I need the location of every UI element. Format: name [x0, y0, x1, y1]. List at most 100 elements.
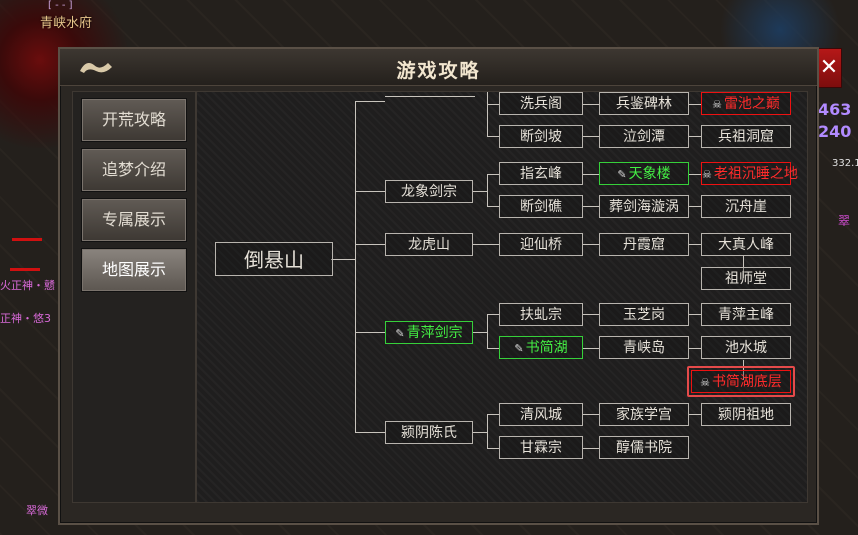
map-node[interactable]: 扶虬宗 — [499, 303, 583, 326]
map-node[interactable]: 兵祖洞窟 — [701, 125, 791, 148]
connector-line — [487, 448, 499, 449]
window-titlebar[interactable]: 游戏攻略 — [60, 49, 817, 86]
connector-line — [487, 104, 499, 105]
connector-line — [487, 314, 488, 348]
map-node[interactable]: 断剑礁 — [499, 195, 583, 218]
map-node[interactable]: 断剑坡 — [499, 125, 583, 148]
npc-hp-bar — [10, 268, 40, 271]
connector-line — [689, 174, 701, 175]
map-node[interactable]: 颍阴祖地 — [701, 403, 791, 426]
map-node[interactable]: 家族学宫 — [599, 403, 689, 426]
npc-name-label[interactable]: 火正神・戆 — [0, 279, 55, 292]
connector-line — [355, 332, 385, 333]
map-node[interactable]: 池水城 — [701, 336, 791, 359]
map-node-root[interactable]: 倒悬山 — [215, 242, 333, 276]
map-node[interactable]: 迎仙桥 — [499, 233, 583, 256]
connector-line — [355, 432, 385, 433]
map-node-danger[interactable]: ☠老祖沉睡之地 — [701, 162, 798, 185]
skull-icon: ☠ — [712, 98, 722, 111]
map-node[interactable]: 泣剑潭 — [599, 125, 689, 148]
skull-icon: ☠ — [702, 168, 712, 181]
connector-line — [583, 174, 599, 175]
connector-line — [355, 191, 385, 192]
scroll-icon: ✎ — [514, 342, 524, 355]
npc-name-label[interactable]: 翠微 — [26, 504, 48, 517]
connector-line — [487, 174, 488, 206]
map-tree-view: 倒悬山 龙象剑宗 龙虎山 ✎青萍剑宗 颍阴陈氏 洗兵阁 断剑坡 指玄峰 断剑礁 … — [196, 91, 808, 503]
window-title: 游戏攻略 — [396, 60, 481, 82]
connector-line — [583, 448, 599, 449]
map-node-highlighted[interactable]: ✎书简湖 — [499, 336, 583, 359]
skull-icon: ☠ — [700, 376, 710, 389]
map-node[interactable]: 玉芝岗 — [599, 303, 689, 326]
connector-line — [583, 136, 599, 137]
map-node[interactable]: 大真人峰 — [701, 233, 791, 256]
connector-line — [689, 348, 701, 349]
connector-line — [583, 348, 599, 349]
game-guide-window: 游戏攻略 开荒攻略 追梦介绍 专属展示 地图展示 — [58, 47, 819, 525]
map-node[interactable]: 清风城 — [499, 403, 583, 426]
connector-line — [583, 206, 599, 207]
coordinate-readout: 332.1 — [832, 158, 858, 169]
menu-item-kaihuang[interactable]: 开荒攻略 — [81, 98, 187, 142]
map-node[interactable]: 指玄峰 — [499, 162, 583, 185]
connector-line — [473, 432, 487, 433]
map-node-danger[interactable]: ☠雷池之巅 — [701, 92, 791, 115]
connector-line — [689, 104, 701, 105]
npc-hp-bar — [12, 238, 42, 241]
dragon-emblem-icon — [80, 63, 112, 73]
map-node[interactable]: 沉舟崖 — [701, 195, 791, 218]
connector-line — [355, 101, 356, 432]
connector-line — [385, 96, 475, 97]
connector-line — [473, 244, 499, 245]
connector-line — [355, 244, 385, 245]
connector-line — [689, 206, 701, 207]
npc-name-label[interactable]: 正神・悠3 — [0, 312, 51, 325]
map-node[interactable]: 洗兵阁 — [499, 92, 583, 115]
connector-line — [473, 191, 487, 192]
connector-line — [583, 104, 599, 105]
map-node[interactable]: 醇儒书院 — [599, 436, 689, 459]
map-node-branch[interactable]: 颍阴陈氏 — [385, 421, 473, 444]
connector-line — [689, 136, 701, 137]
connector-line — [331, 259, 355, 260]
connector-line — [583, 314, 599, 315]
npc-label-right: 翠 — [838, 214, 851, 228]
scroll-icon: ✎ — [617, 168, 627, 181]
scroll-icon: ✎ — [395, 327, 405, 340]
connector-line — [689, 414, 701, 415]
guide-menu: 开荒攻略 追梦介绍 专属展示 地图展示 — [72, 91, 196, 503]
menu-item-zhuanshu[interactable]: 专属展示 — [81, 198, 187, 242]
selection-highlight-box — [687, 366, 795, 397]
connector-line — [487, 414, 488, 448]
map-node[interactable]: 葬剑海漩涡 — [599, 195, 689, 218]
connector-line — [583, 414, 599, 415]
connector-line — [487, 314, 499, 315]
menu-item-zhuimeng[interactable]: 追梦介绍 — [81, 148, 187, 192]
connector-line — [689, 314, 701, 315]
town-name-label: 青峡水府 — [40, 16, 93, 31]
menu-item-ditu[interactable]: 地图展示 — [81, 248, 187, 292]
map-node[interactable]: 丹霞窟 — [599, 233, 689, 256]
map-node[interactable]: 甘霖宗 — [499, 436, 583, 459]
map-node-branch[interactable]: 龙象剑宗 — [385, 180, 473, 203]
map-node-branch[interactable]: 龙虎山 — [385, 233, 473, 256]
map-node-danger[interactable]: ☠书简湖底层 — [691, 370, 791, 393]
connector-line — [487, 348, 499, 349]
player-bracket: [ - - ] — [48, 0, 73, 11]
connector-line — [487, 136, 499, 137]
connector-line — [487, 414, 499, 415]
connector-line — [487, 206, 499, 207]
map-node[interactable]: 祖师堂 — [701, 267, 791, 290]
close-button[interactable]: ✕ — [816, 48, 842, 88]
map-node-branch-highlighted[interactable]: ✎青萍剑宗 — [385, 321, 473, 344]
map-node[interactable]: 青萍主峰 — [701, 303, 791, 326]
connector-line — [487, 174, 499, 175]
damage-number-bottom: 240 — [818, 122, 852, 141]
map-node[interactable]: 兵鉴碑林 — [599, 92, 689, 115]
connector-line — [487, 92, 488, 136]
connector-line — [689, 244, 701, 245]
map-node-highlighted[interactable]: ✎天象楼 — [599, 162, 689, 185]
map-node[interactable]: 青峡岛 — [599, 336, 689, 359]
connector-line — [583, 244, 599, 245]
